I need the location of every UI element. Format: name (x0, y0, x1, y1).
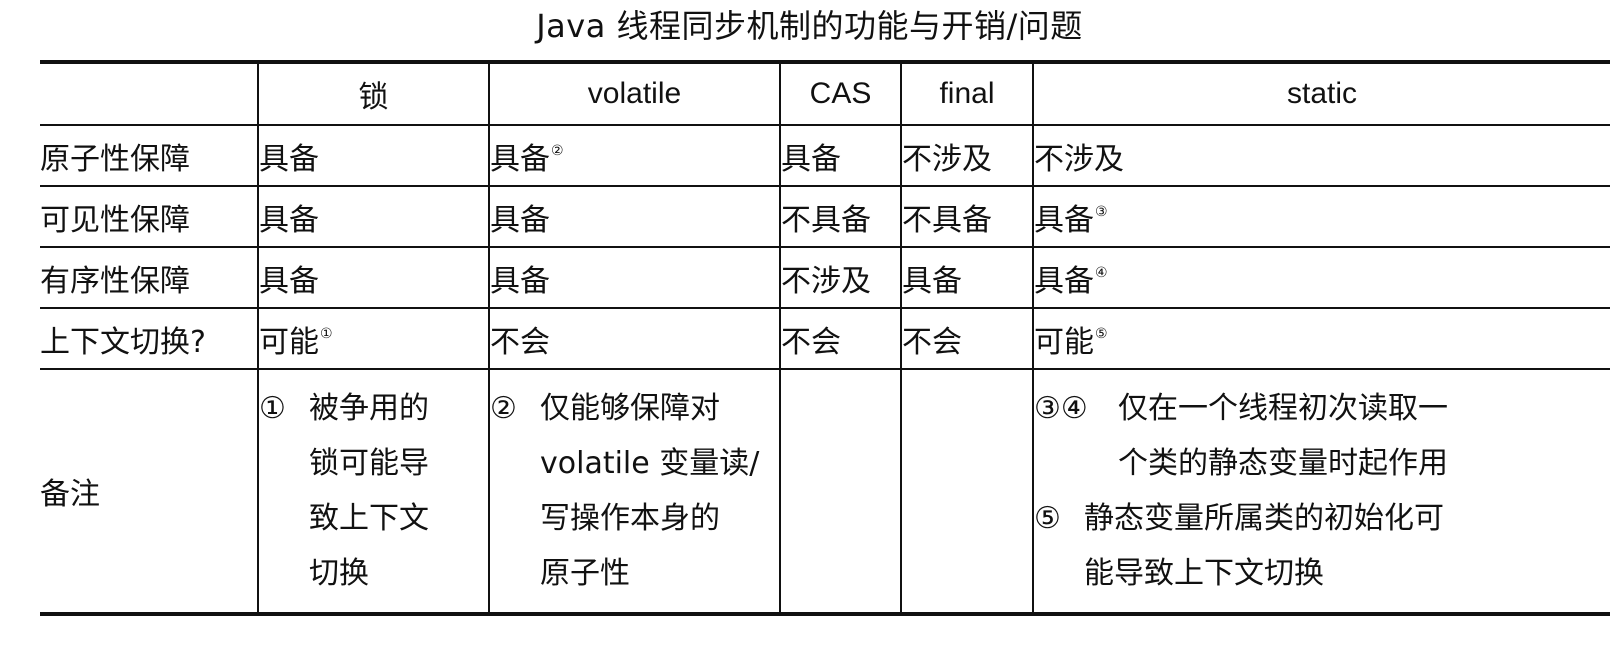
note-final-empty (900, 368, 1034, 616)
table-row: 原子性保障 具备 具备② 具备 不涉及 不涉及 (40, 124, 1610, 187)
table-cell: 具备 (257, 246, 490, 309)
table-row: 有序性保障 具备 具备 不涉及 具备 具备④ (40, 246, 1610, 309)
table-cell: 不会 (779, 307, 902, 370)
table-title: Java 线程同步机制的功能与开销/问题 (536, 7, 1083, 45)
footnote-marker: ④ (1095, 264, 1108, 281)
table-row: 可见性保障 具备 具备 不具备 不具备 具备③ (40, 185, 1610, 248)
table-cell: 不会 (488, 307, 781, 370)
table-cell: 具备② (488, 124, 781, 187)
table-cell: 可能① (257, 307, 490, 370)
column-header-volatile: volatile (488, 60, 781, 126)
table-cell: 可能⑤ (1032, 307, 1610, 370)
column-header-cas: CAS (779, 60, 902, 126)
header-row: 锁 volatile CAS final static (40, 60, 1610, 126)
table-cell: 具备 (488, 185, 781, 248)
footnote-marker: ② (551, 142, 564, 159)
column-header-static: static (1032, 60, 1610, 126)
note-marker: ③④ (1034, 391, 1088, 426)
row-label-notes: 备注 (40, 368, 259, 616)
note-marker: ① (259, 391, 286, 426)
column-header-lock: 锁 (257, 60, 490, 126)
table-cell: 不具备 (900, 185, 1034, 248)
table-cell: 具备 (488, 246, 781, 309)
table-cell: 不具备 (779, 185, 902, 248)
row-label-visibility: 可见性保障 (40, 185, 259, 248)
footnote-marker: ⑤ (1095, 325, 1108, 342)
table-cell: 具备③ (1032, 185, 1610, 248)
table-cell: 不会 (900, 307, 1034, 370)
note-cas-empty (779, 368, 902, 616)
table-cell: 具备 (257, 124, 490, 187)
table-cell: 不涉及 (779, 246, 902, 309)
table-cell: 具备 (257, 185, 490, 248)
table-cell: 具备④ (1032, 246, 1610, 309)
table-cell: 具备 (779, 124, 902, 187)
note-marker: ② (490, 391, 517, 426)
column-header-final: final (900, 60, 1034, 126)
row-label-atomicity: 原子性保障 (40, 124, 259, 187)
table-cell: 不涉及 (1032, 124, 1610, 187)
corner-header (40, 60, 259, 126)
row-label-context-switch: 上下文切换? (40, 307, 259, 370)
table-cell: 不涉及 (900, 124, 1034, 187)
footnote-marker: ① (320, 325, 333, 342)
note-marker: ⑤ (1034, 501, 1061, 536)
table-row: 上下文切换? 可能① 不会 不会 不会 可能⑤ (40, 307, 1610, 370)
footnote-marker: ③ (1095, 203, 1108, 220)
row-label-ordering: 有序性保障 (40, 246, 259, 309)
comparison-table: 锁 volatile CAS final static 原子性保障 具备 具备②… (40, 60, 1610, 616)
table-cell: 具备 (900, 246, 1034, 309)
